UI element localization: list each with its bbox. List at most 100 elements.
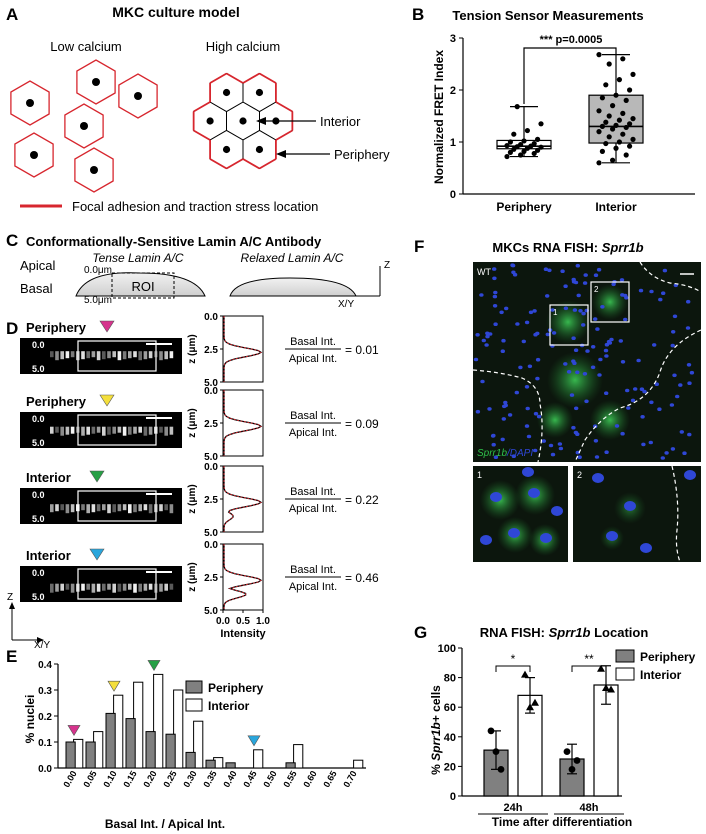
b-data-point (521, 138, 527, 144)
roi-label: ROI (131, 279, 154, 294)
fish-nucleus (578, 309, 583, 313)
fish-nucleus (535, 376, 540, 381)
e-x-tick-label: 0.05 (81, 769, 98, 789)
g-significance-bracket (495, 665, 531, 672)
b-data-point (599, 148, 606, 154)
perimeter-edge (209, 72, 227, 84)
periphery-arrowhead (276, 150, 286, 158)
c-axis-z-label: Z (384, 260, 390, 271)
inset-nucleus (592, 473, 604, 483)
d-row-band-spot (128, 583, 132, 590)
d-row-band-spot (70, 504, 75, 513)
nucleus-dot (92, 78, 100, 86)
b-data-point (524, 127, 531, 134)
perimeter-edge (259, 72, 277, 84)
apical-label: Apical (20, 258, 56, 273)
fish-nucleus (563, 306, 569, 311)
b-data-point (627, 87, 633, 93)
fish-sprr1b-signal (547, 352, 603, 408)
d-row-arrow-marker (89, 470, 105, 483)
d-profile-y-tick-label: 0.0 (204, 386, 218, 397)
b-significance-bracket (523, 47, 617, 104)
periphery-callout: Periphery (334, 147, 390, 162)
d-row-band-spot (169, 426, 174, 435)
d-row-band-spot (86, 426, 90, 435)
b-data-point (613, 122, 619, 128)
fish-wt-label: WT (477, 267, 491, 277)
fish-sprr1b-signal (546, 300, 590, 344)
d-row-label: Interior (26, 548, 71, 563)
panel-e-histogram: % nuclei Basal Int. / Apical Int. 0.00.1… (23, 660, 366, 831)
fish-nucleus (636, 358, 641, 363)
d-row-band-spot (128, 426, 132, 435)
perimeter-edge (242, 158, 260, 170)
d-row-band-spot (107, 504, 111, 514)
basal-label: Basal (20, 281, 53, 296)
d-row-band-spot (169, 583, 174, 590)
b-category-label: Interior (595, 200, 637, 214)
fish-nucleus (521, 339, 526, 344)
fish-nucleus (662, 268, 668, 273)
fish-nucleus (536, 414, 542, 419)
e-bar-periphery (165, 733, 176, 769)
b-data-point (623, 97, 629, 103)
fish-nucleus (590, 365, 596, 370)
d-row-top-label: 0.0 (32, 414, 45, 424)
top-depth-label: 0.0μm (84, 265, 112, 276)
nucleus-dot (222, 145, 231, 154)
d-profile-x-tick-label: 1.0 (256, 616, 270, 627)
fish-nucleus (500, 349, 505, 354)
b-significance-label: *** p=0.0005 (540, 34, 603, 46)
tense-label: Tense Lamin A/C (92, 251, 183, 265)
d-profile-curve (223, 466, 263, 532)
b-data-point (616, 77, 623, 83)
d-row-band-spot (102, 351, 106, 360)
fish-nucleus (672, 373, 677, 378)
nucleus-dot (255, 145, 264, 154)
inset-nucleus (522, 467, 534, 477)
fish-nucleus (633, 387, 638, 391)
fish-nucleus (514, 390, 519, 395)
e-legend-swatch-interior (185, 698, 203, 712)
d-ratio-denominator: Apical Int. (289, 581, 337, 593)
d-profile-y-tick-label: 5.0 (204, 606, 218, 617)
e-bar-periphery (285, 762, 296, 769)
panel-e-ylabel: % nuclei (23, 695, 37, 744)
relaxed-nucleus-shape (229, 277, 357, 297)
inset-nucleus (624, 501, 636, 511)
d-row-band-spot (65, 426, 70, 435)
d-ratio-numerator: Basal Int. (290, 564, 336, 576)
d-row-roi (77, 568, 157, 600)
fish-nucleus (649, 400, 654, 405)
fish-nucleus (581, 311, 586, 316)
fish-nucleus (600, 305, 605, 309)
fish-nucleus (557, 442, 563, 446)
panel-b-ylabel: Normalized FRET Index (432, 50, 446, 184)
d-profile-x-tick-label: 0.0 (216, 616, 230, 627)
fish-nucleus (624, 295, 629, 300)
b-data-point (596, 129, 602, 135)
fish-nucleus (685, 326, 691, 330)
inset-nucleus (528, 488, 540, 498)
low-calcium-cells (10, 59, 158, 193)
b-data-point (603, 119, 609, 125)
g-data-point (487, 727, 495, 735)
nucleus-dot (239, 117, 247, 125)
d-row-band-spot (81, 351, 85, 360)
b-data-point (535, 136, 541, 142)
fish-nucleus (507, 413, 513, 417)
d-row-band-spot (107, 351, 111, 359)
fish-nucleus (603, 348, 609, 353)
b-data-point (514, 104, 520, 110)
e-x-tick-label: 0.60 (301, 769, 318, 789)
d-row-band-spot (159, 426, 163, 433)
fish-nucleus (571, 425, 576, 430)
fish-box-1 (549, 304, 589, 346)
d-row-band-spot (55, 426, 59, 433)
fish-nucleus (473, 357, 479, 362)
e-x-tick-label: 0.15 (121, 769, 138, 789)
e-bar-interior (193, 720, 204, 769)
b-data-point (620, 131, 626, 137)
